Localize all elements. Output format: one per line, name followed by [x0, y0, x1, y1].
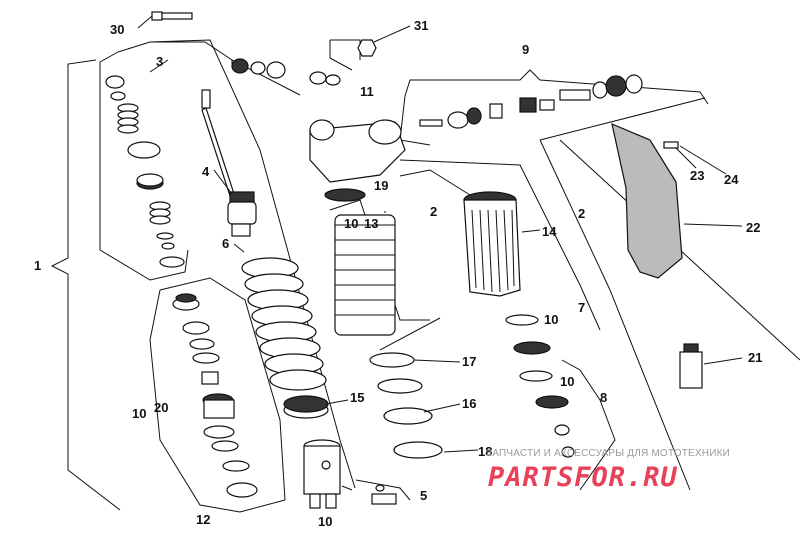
- callout-24: 24: [724, 172, 739, 187]
- callout-7: 7: [578, 300, 585, 315]
- adjuster-assembly-9: [419, 74, 643, 129]
- callout-4: 4: [202, 164, 210, 179]
- callout-10-bottom: 10: [318, 514, 332, 529]
- callout-21: 21: [748, 350, 762, 365]
- callout-22: 22: [746, 220, 760, 235]
- mudguard-22: [611, 122, 683, 279]
- callout-8: 8: [600, 390, 607, 405]
- callout-31: 31: [414, 18, 428, 33]
- reservoir-14: [463, 191, 521, 297]
- bump-stop-4: [227, 191, 257, 237]
- watermark: ЗАПЧАСТИ И АКСЕССУАРЫ ДЛЯ МОТОТЕХНИКИ PA…: [486, 448, 730, 493]
- parts: [105, 11, 703, 509]
- top-bushings: [231, 58, 341, 86]
- spring-6: [241, 257, 327, 391]
- callout-10-right-mid: 10: [560, 374, 574, 389]
- callout-6: 6: [222, 236, 229, 251]
- callout-23: 23: [690, 168, 704, 183]
- callout-10-right-top: 10: [544, 312, 558, 327]
- callout-20: 20: [154, 400, 168, 415]
- watermark-caption: ЗАПЧАСТИ И АКСЕССУАРЫ ДЛЯ МОТОТЕХНИКИ: [486, 448, 730, 459]
- valve-spring-2: [149, 201, 171, 225]
- callout-18: 18: [478, 444, 492, 459]
- callout-5: 5: [420, 488, 427, 503]
- valve-spring: [117, 103, 139, 134]
- bolt-30: [151, 11, 193, 21]
- callout-17: 17: [462, 354, 476, 369]
- callout-12: 12: [196, 512, 210, 527]
- oil-bottle-21: [679, 343, 703, 389]
- callout-9: 9: [522, 42, 529, 57]
- callout-10-body: 10: [344, 216, 358, 231]
- group-outlines: [50, 39, 800, 513]
- callout-16: 16: [462, 396, 476, 411]
- callout-13: 13: [364, 216, 378, 231]
- callout-30: 30: [110, 22, 124, 37]
- leader-lines: [137, 15, 743, 491]
- callout-1: 1: [34, 258, 41, 273]
- shock-head: [309, 119, 406, 202]
- callout-10-left: 10: [132, 406, 146, 421]
- lower-clevis: [303, 439, 341, 509]
- callout-14: 14: [542, 224, 557, 239]
- shaft-3: [201, 89, 237, 203]
- callout-2-right: 2: [578, 206, 585, 221]
- shock-body-13: [334, 214, 396, 336]
- callout-labels: 1 2 2 3 4 5 6 7 8 9 10 10 10 10 10 11 12…: [34, 18, 762, 529]
- callout-3: 3: [156, 54, 163, 69]
- callout-15: 15: [350, 390, 364, 405]
- callout-11: 11: [360, 84, 374, 99]
- callout-19: 19: [374, 178, 388, 193]
- callout-2-left: 2: [430, 204, 437, 219]
- watermark-logo: PARTSFOR.RU: [488, 462, 678, 493]
